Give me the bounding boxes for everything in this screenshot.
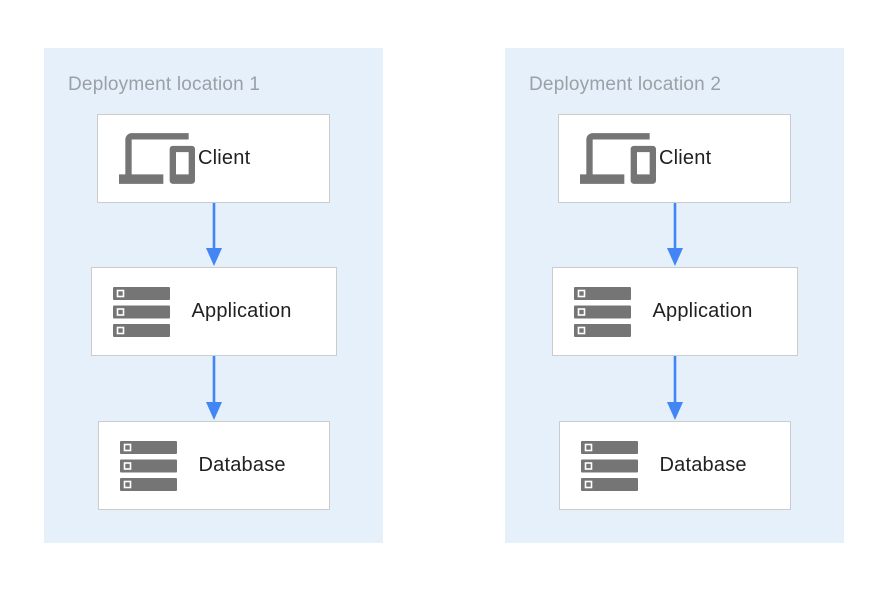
node-label: Application [652, 300, 753, 322]
server-icon [112, 286, 192, 337]
node-label: Database [198, 454, 286, 476]
node-application: Application [551, 267, 798, 356]
node-label: Client [198, 147, 251, 169]
node-label: Client [659, 147, 712, 169]
node-label: Database [659, 454, 747, 476]
zone-title: Deployment location 1 [68, 74, 261, 95]
server-icon-svg [119, 440, 177, 491]
server-icon [119, 440, 199, 491]
node-client: Client [558, 114, 791, 203]
server-icon [580, 440, 660, 491]
server-icon-svg [112, 286, 170, 337]
node-database: Database [558, 421, 791, 510]
node-application: Application [90, 267, 337, 356]
deployment-zone-2: Deployment location 2 Client Applicati [505, 48, 844, 543]
node-label: Application [191, 300, 292, 322]
arrow-down-icon [205, 356, 222, 420]
server-icon-svg [573, 286, 631, 337]
devices-icon [119, 133, 198, 184]
server-icon-svg [580, 440, 638, 491]
arrow-down-icon [666, 356, 683, 420]
node-database: Database [97, 421, 330, 510]
node-client: Client [97, 114, 330, 203]
devices-icon [580, 133, 659, 184]
devices-icon-svg [580, 133, 656, 184]
zone-title: Deployment location 2 [529, 74, 722, 95]
arrow-down-icon [205, 203, 222, 266]
devices-icon-svg [119, 133, 195, 184]
server-icon [573, 286, 653, 337]
deployment-zone-1: Deployment location 1 Client Applicati [44, 48, 383, 543]
arrow-down-icon [666, 203, 683, 266]
